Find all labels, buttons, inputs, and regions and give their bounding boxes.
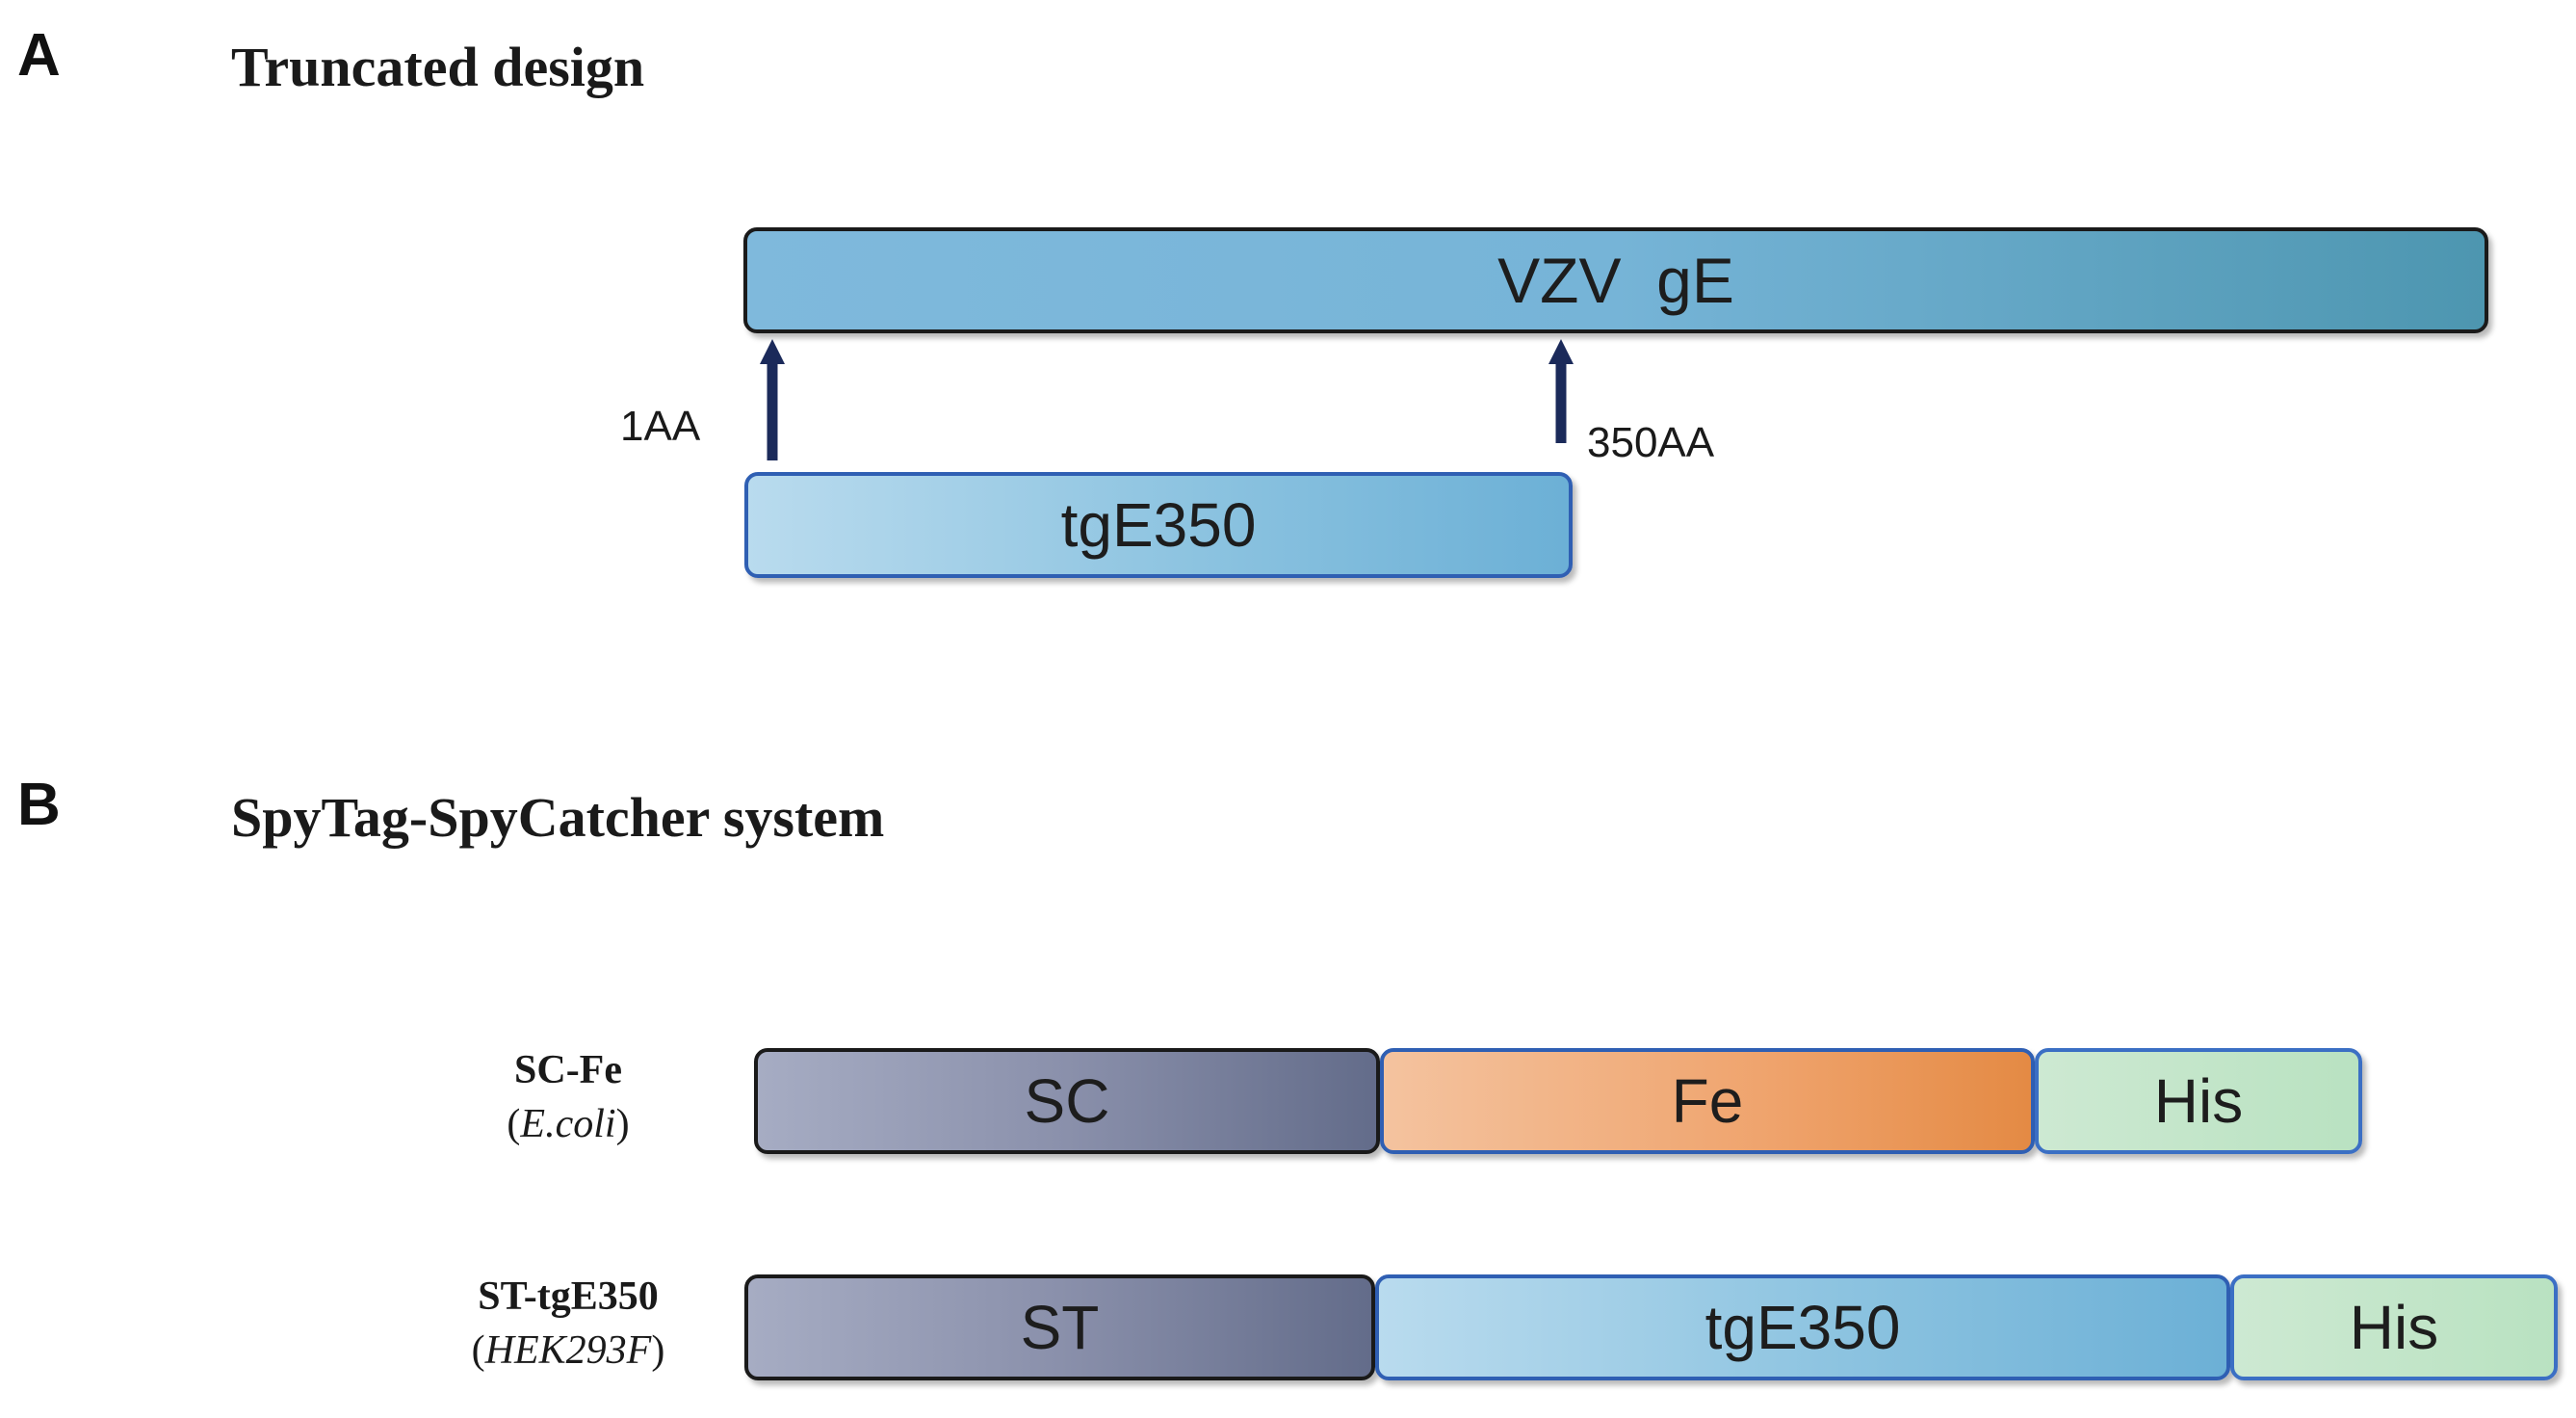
sc-segment-label: SC	[1024, 1066, 1110, 1136]
construct-sc-fe-label: SC-Fe (E.coli)	[414, 1043, 722, 1151]
his-tag-segment: His	[2230, 1274, 2558, 1380]
tge350-segment: tgE350	[1375, 1274, 2230, 1380]
construct-name: ST-tgE350	[478, 1274, 659, 1319]
start-residue-label: 1AA	[620, 403, 701, 450]
expression-host: HEK293F	[484, 1328, 652, 1373]
st-segment-label: ST	[1020, 1293, 1100, 1362]
panel-b-title: SpyTag-SpyCatcher system	[231, 786, 885, 849]
tge350-bar: tgE350	[744, 472, 1573, 578]
his-segment-label: His	[2153, 1066, 2244, 1136]
expression-host: E.coli	[520, 1102, 616, 1146]
sc-segment: SC	[754, 1048, 1380, 1154]
construct-name: SC-Fe	[514, 1048, 622, 1092]
arrow-up-icon	[1548, 339, 1574, 443]
panel-b-letter: B	[17, 772, 61, 838]
tge350-label: tgE350	[1060, 490, 1257, 560]
vzv-ge-label: VZV gE	[1497, 245, 1734, 316]
end-residue-label: 350AA	[1587, 419, 1715, 466]
st-segment: ST	[744, 1274, 1375, 1380]
fe-segment-label: Fe	[1671, 1066, 1744, 1136]
his-segment-label: His	[2349, 1293, 2439, 1362]
fe-segment: Fe	[1380, 1048, 2035, 1154]
construct-st-tge350-label: ST-tgE350 (HEK293F)	[404, 1270, 732, 1378]
arrow-up-icon	[760, 339, 785, 460]
his-tag-segment: His	[2035, 1048, 2362, 1154]
vzv-ge-bar: VZV gE	[743, 227, 2488, 333]
panel-a-letter: A	[17, 22, 61, 89]
tge350-segment-label: tgE350	[1704, 1293, 1901, 1362]
panel-a-title: Truncated design	[231, 36, 645, 98]
